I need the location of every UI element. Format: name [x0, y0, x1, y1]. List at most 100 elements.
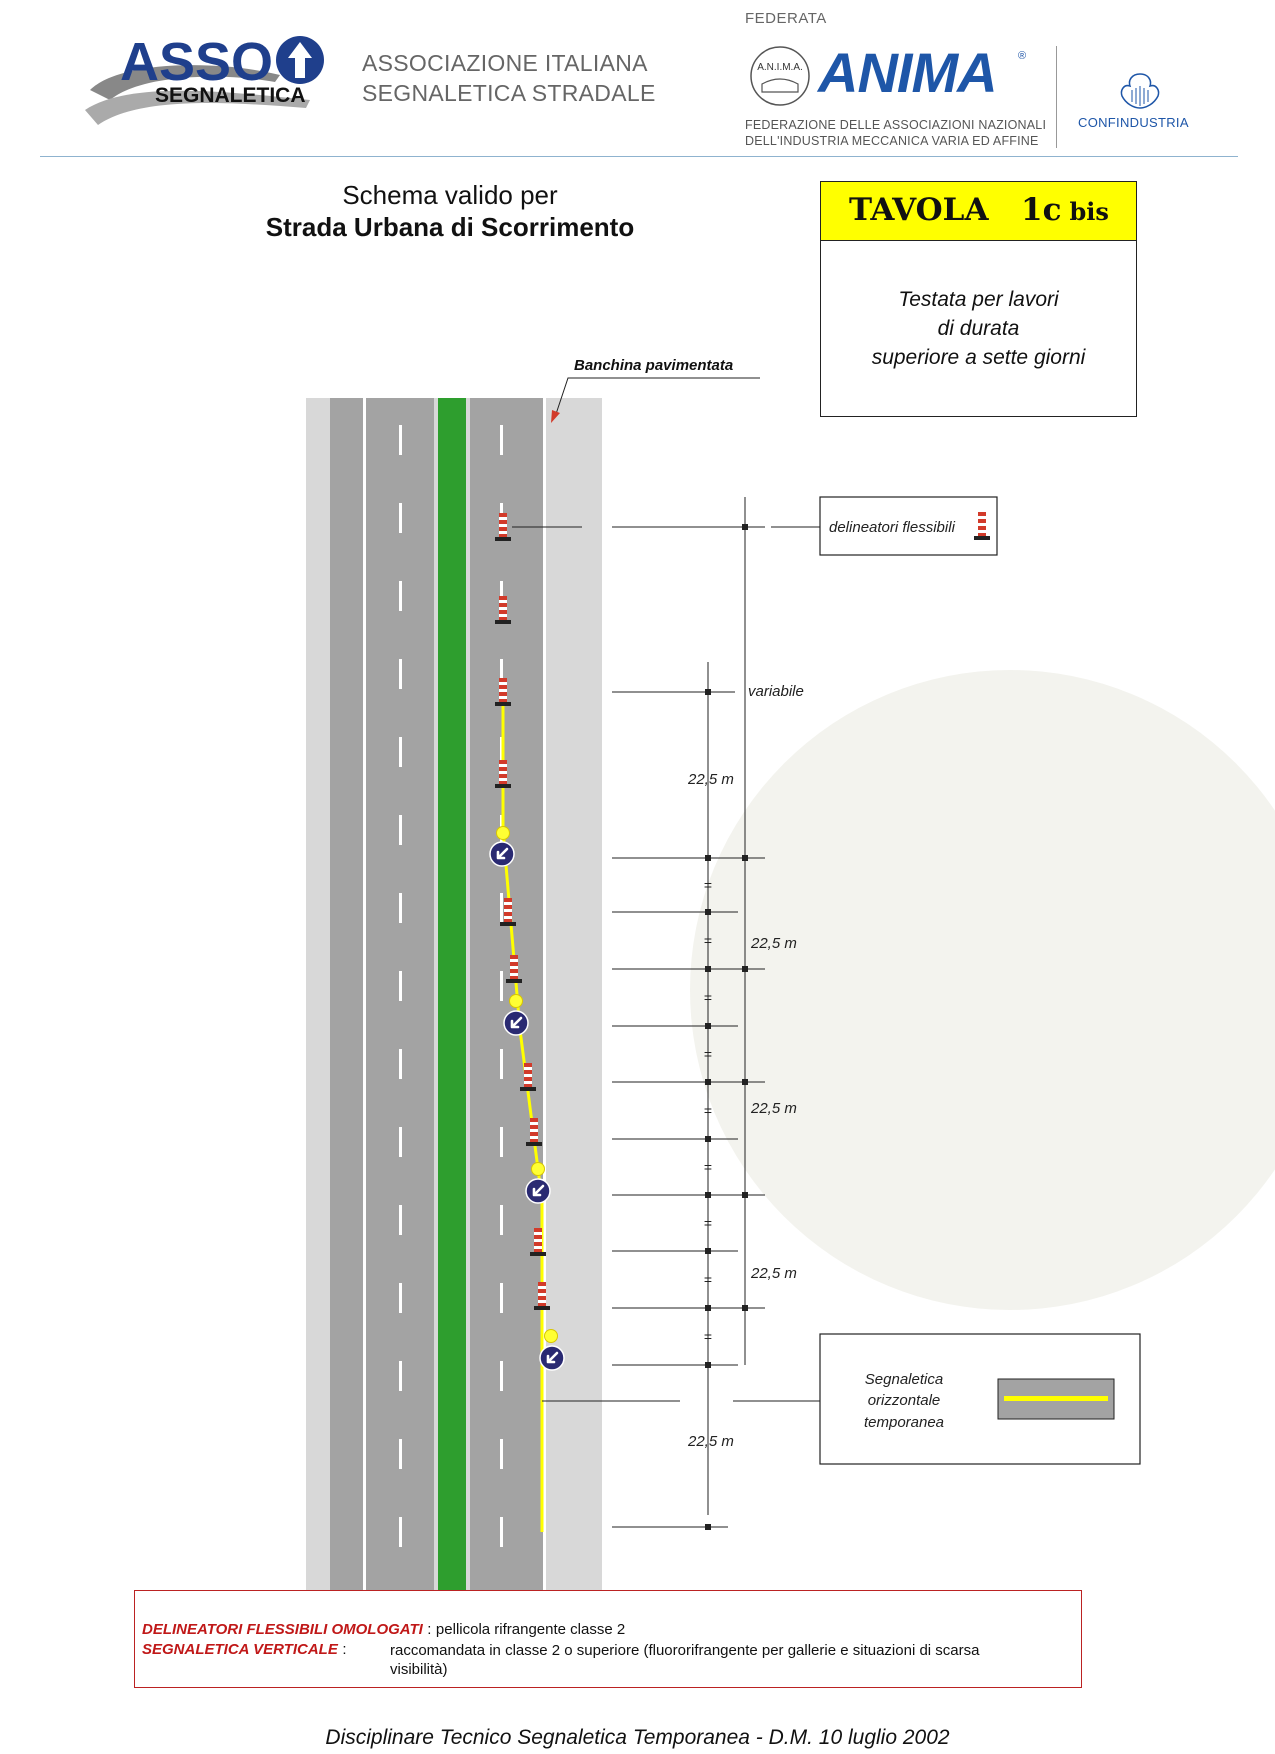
- legend-verticale-line: raccomandata in classe 2 o superiore (fl…: [390, 1642, 980, 1659]
- variabile-label: variabile: [748, 683, 804, 700]
- banchina-leader: [555, 377, 760, 415]
- anima-subtitle-line: DELL'INDUSTRIA MECCANICA VARIA ED AFFINE: [745, 134, 1039, 148]
- dimension-node: [705, 855, 711, 861]
- dimension-node: [742, 966, 748, 972]
- equal-mark: =: [704, 933, 712, 949]
- tavola-word: TAVOLA: [849, 192, 989, 228]
- anima-registered: ®: [1018, 50, 1027, 62]
- lane-dash: [399, 1361, 402, 1391]
- dimension-node: [705, 689, 711, 695]
- lane-dash: [500, 1049, 503, 1079]
- keep-left-sign-icon: [503, 1010, 529, 1036]
- dimension-node: [742, 855, 748, 861]
- asso-logo-sub: SEGNALETICA: [155, 84, 306, 107]
- lane-dash: [399, 971, 402, 1001]
- dimension-node: [742, 1305, 748, 1311]
- equal-mark: =: [704, 1329, 712, 1345]
- banchina-label: Banchina pavimentata: [574, 357, 733, 374]
- anima-subtitle-line: FEDERAZIONE DELLE ASSOCIAZIONI NAZIONALI: [745, 118, 1047, 132]
- keep-left-sign-icon: [489, 841, 515, 867]
- legend-box: [134, 1590, 1082, 1688]
- keep-left-sign-icon: [525, 1178, 551, 1204]
- asso-logo-word: ASSO: [120, 32, 273, 92]
- lane-dash: [500, 425, 503, 455]
- legend-delineatori-title: DELINEATORI FLESSIBILI OMOLOGATI: [142, 1621, 423, 1638]
- tavola-description-line: superiore a sette giorni: [871, 346, 1086, 369]
- lane-dash: [399, 893, 402, 923]
- dimension-node: [705, 966, 711, 972]
- dimension-node: [742, 1192, 748, 1198]
- anima-subtitle: FEDERAZIONE DELLE ASSOCIAZIONI NAZIONALI…: [745, 117, 1046, 149]
- equal-marks: =========: [704, 877, 712, 1345]
- legend-delineatori: DELINEATORI FLESSIBILI OMOLOGATI : pelli…: [142, 1621, 625, 1639]
- schema-title: Schema valido per: [342, 180, 558, 210]
- lane-edge-line: [543, 398, 546, 1590]
- warning-light-icon: [544, 1329, 558, 1343]
- lane-dash: [399, 659, 402, 689]
- lane-dash: [399, 1049, 402, 1079]
- equal-mark: =: [704, 990, 712, 1006]
- keep-left-sign-icon: [539, 1345, 565, 1371]
- dimension-node: [705, 1023, 711, 1029]
- distance-label: 22,5 m: [687, 1433, 734, 1450]
- dimension-node: [705, 909, 711, 915]
- lane-dash: [500, 1283, 503, 1313]
- dimension-node: [705, 1248, 711, 1254]
- lane-dash: [399, 1283, 402, 1313]
- dimension-node: [705, 1524, 711, 1530]
- dimension-node: [705, 1192, 711, 1198]
- distance-label: 22,5 m: [687, 771, 734, 788]
- legend-delineatori-sep: :: [427, 1621, 432, 1638]
- logo-swoosh: [85, 90, 310, 125]
- logo-swoosh: [90, 65, 280, 100]
- association-name-line: ASSOCIAZIONE ITALIANA: [362, 50, 648, 76]
- lane-dash: [500, 1361, 503, 1391]
- paved-shoulder: [546, 398, 600, 1590]
- road: [306, 398, 602, 1590]
- header-divider: [1056, 46, 1057, 148]
- lane-dash: [399, 737, 402, 767]
- equal-mark: =: [704, 1215, 712, 1231]
- eagle-feathers: [1131, 86, 1149, 106]
- dimension-node: [742, 524, 748, 530]
- lane-dash: [399, 425, 402, 455]
- eagle-shape: [1120, 73, 1160, 109]
- background-circle: [690, 670, 1275, 1310]
- gear-icon: [761, 78, 799, 93]
- warning-light-icon: [496, 826, 510, 840]
- header-rule: [40, 156, 1238, 157]
- association-name-line: SEGNALETICA STRADALE: [362, 80, 656, 106]
- median-edge: [466, 398, 470, 1590]
- legend-verticale-text: raccomandata in classe 2 o superiore (fl…: [390, 1641, 1080, 1679]
- distance-label: 22,5 m: [750, 1100, 797, 1117]
- warning-light-icon: [531, 1162, 545, 1176]
- warning-light-icon: [509, 994, 523, 1008]
- dimension-node: [705, 1305, 711, 1311]
- lane-dash: [399, 503, 402, 533]
- dimension-node: [705, 1136, 711, 1142]
- lane-dash: [500, 1205, 503, 1235]
- dimension-node: [742, 1079, 748, 1085]
- anima-badge-text: A.N.I.M.A.: [757, 62, 803, 73]
- legend-verticale-title: SEGNALETICA VERTICALE: [142, 1641, 338, 1658]
- lane-dash: [500, 971, 503, 1001]
- equal-mark: =: [704, 877, 712, 893]
- lane-dash: [500, 1439, 503, 1469]
- lane-dash: [500, 893, 503, 923]
- arrow-up-icon: [288, 42, 312, 78]
- lane-dash: [399, 1439, 402, 1469]
- legend-delineatori-text: pellicola rifrangente classe 2: [435, 1621, 626, 1638]
- tavola-description: Testata per lavori di durata superiore a…: [820, 285, 1137, 372]
- anima-badge: A.N.I.M.A.: [750, 46, 810, 106]
- asso-logo: ASSO SEGNALETICA: [85, 32, 324, 125]
- legend-verticale-sep: :: [342, 1641, 347, 1658]
- road-median: [438, 398, 466, 1590]
- segnaletica-label-line: Segnaletica: [865, 1371, 943, 1388]
- tavola-suffix: bis: [1069, 197, 1109, 226]
- tavola-description-line: di durata: [937, 317, 1020, 340]
- dimension-node: [705, 1079, 711, 1085]
- legend-verticale: SEGNALETICA VERTICALE :: [142, 1641, 346, 1659]
- segnaletica-swatch-line: [1004, 1396, 1108, 1401]
